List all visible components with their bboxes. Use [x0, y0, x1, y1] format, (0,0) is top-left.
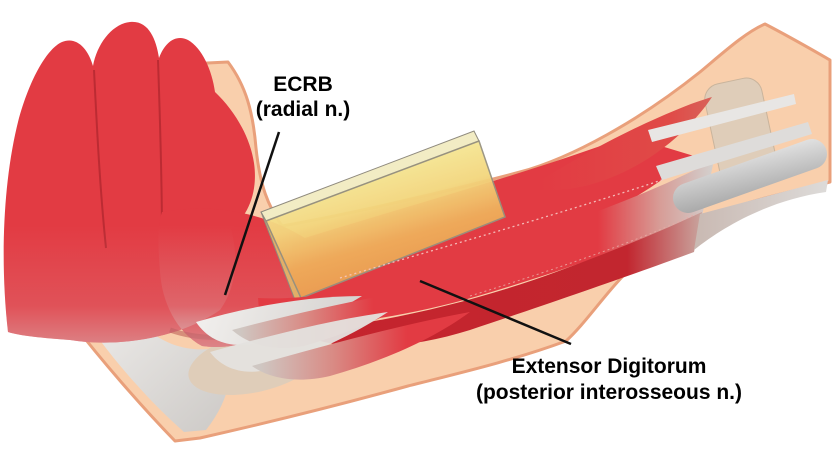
ecrb-label-line2: (radial n.): [256, 98, 351, 121]
annotations: ECRB (radial n.) Extensor Digitorum (pos…: [223, 73, 742, 404]
elbow-red-tendon-lower: [252, 312, 470, 380]
dark-band-highlight: [469, 213, 697, 297]
scan-plane-face: [264, 140, 506, 299]
ecrl-muscle-belly: [528, 97, 712, 191]
elbow-tendons: [196, 288, 470, 380]
dark-band-tendon-tail: [694, 180, 828, 250]
wrist-tendon-strip-2: [656, 122, 812, 180]
ecrb-leader-line: [223, 131, 281, 296]
elbow-red-tendon-upper: [232, 288, 432, 349]
extensor-digitorum-label-line1: Extensor Digitorum: [512, 355, 707, 378]
elbow-white-tendon-lower: [210, 312, 388, 372]
scan-plane: [260, 130, 506, 301]
extensor-digitorum-label-line2: (posterior interosseous n.): [476, 381, 742, 404]
wrist-tendon-cylinder: [673, 139, 827, 213]
extensor-digitorum-leader-line: [419, 279, 572, 346]
ecrb-label-line1: ECRB: [273, 73, 333, 96]
wrist-tendons: [648, 94, 827, 213]
upper-arm-muscles: [3, 21, 330, 347]
wrist-tendon-strip-1: [648, 94, 796, 142]
